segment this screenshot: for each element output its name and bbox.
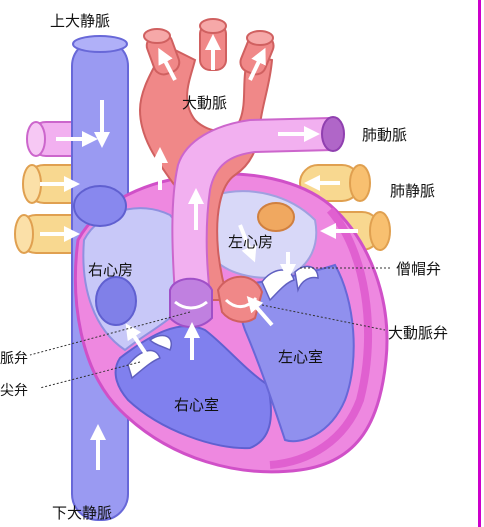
label-left-ventricle: 左心室	[278, 348, 323, 366]
pulmonary-valve	[170, 279, 212, 327]
label-superior-vena-cava: 上大静脈	[50, 12, 110, 30]
aortic-valve	[218, 277, 262, 322]
label-aortic-valve: 大動脈弁	[388, 324, 448, 342]
coronary-sinus	[96, 277, 136, 325]
frame-border	[478, 0, 481, 527]
pulm-vein-opening	[258, 203, 294, 231]
label-tricuspid-valve: 尖弁	[0, 383, 28, 399]
label-pulmonary-vein: 肺静脈	[390, 182, 435, 200]
label-pulmonary-artery: 肺動脈	[362, 126, 407, 144]
label-left-atrium: 左心房	[228, 233, 273, 251]
label-right-ventricle: 右心室	[174, 396, 219, 414]
svc-opening	[74, 186, 126, 226]
pulmonary-artery-end	[322, 117, 344, 151]
label-inferior-vena-cava: 下大静脈	[52, 504, 112, 522]
label-aorta: 大動脈	[182, 94, 227, 112]
label-mitral-valve: 僧帽弁	[396, 260, 441, 278]
label-pulmonary-valve: 脈弁	[0, 351, 28, 367]
label-right-atrium: 右心房	[88, 261, 133, 279]
